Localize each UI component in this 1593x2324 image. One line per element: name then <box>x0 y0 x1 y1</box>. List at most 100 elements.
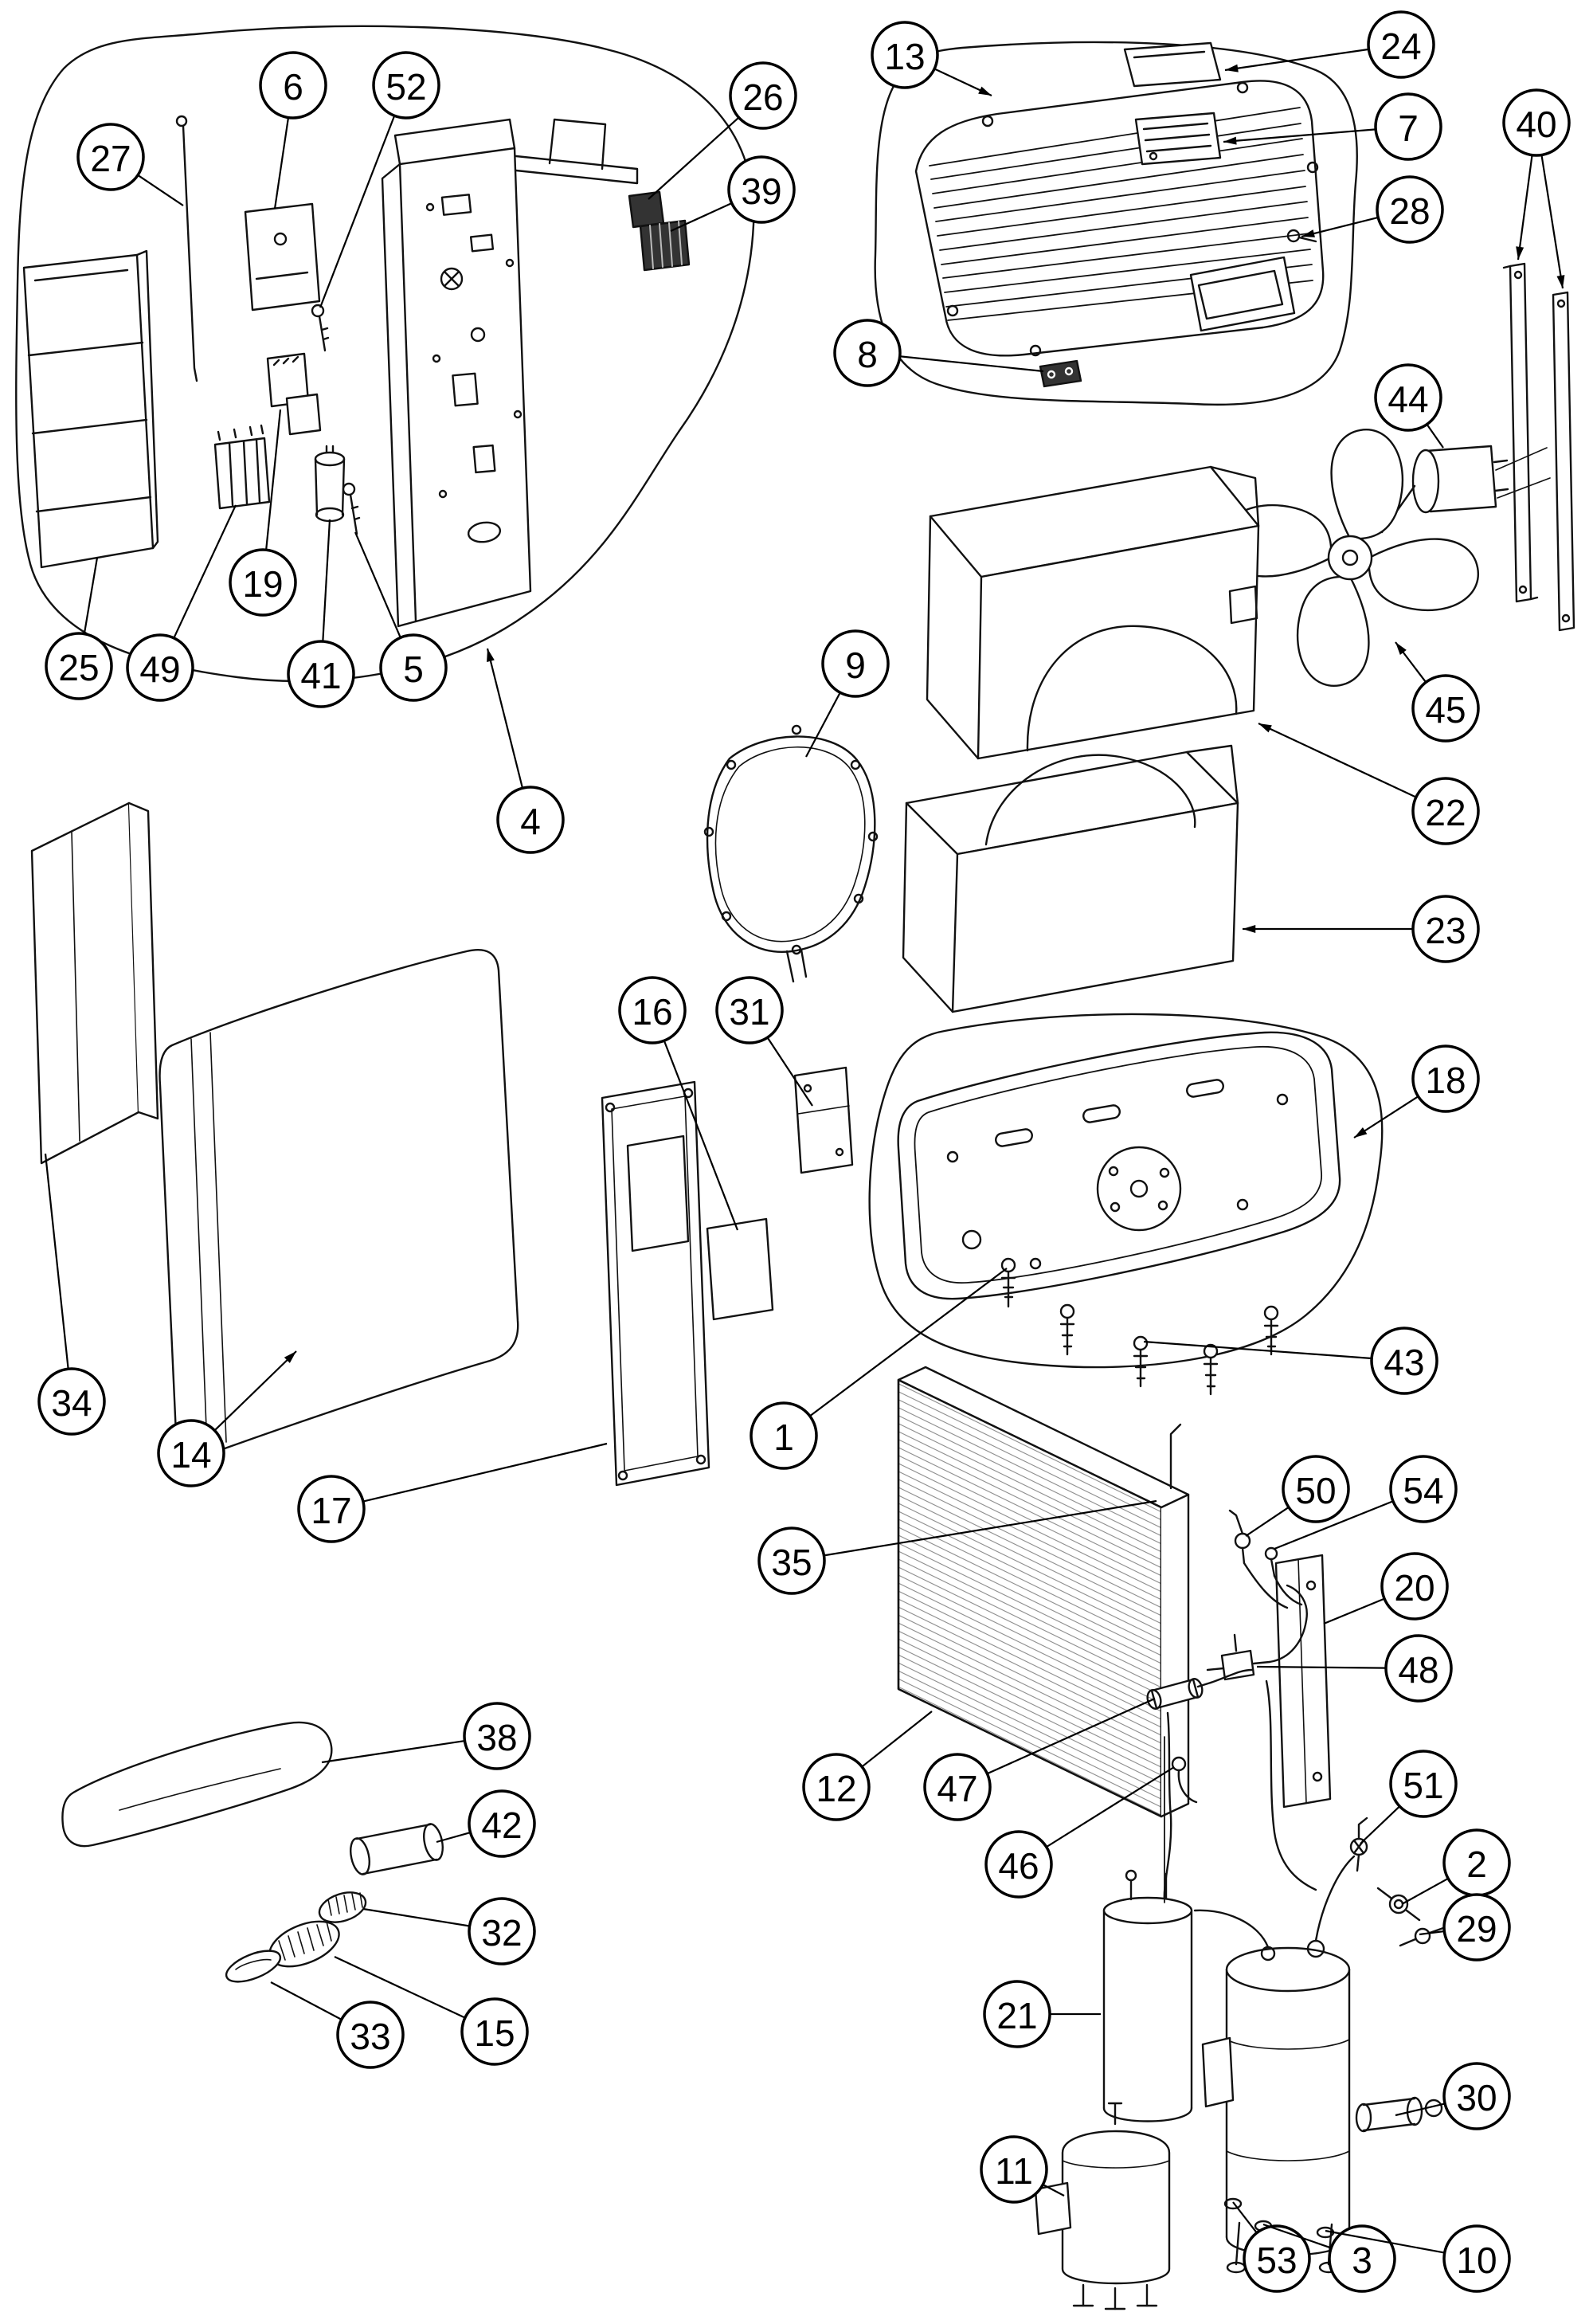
callout-51: 51 <box>1360 1750 1458 1844</box>
callout-5: 5 <box>354 531 448 702</box>
balloon-number-26: 26 <box>742 76 783 118</box>
diagram-art <box>15 25 1575 2310</box>
balloon-number-11: 11 <box>995 2150 1033 2192</box>
callout-24: 24 <box>1224 10 1435 79</box>
balloon-41 <box>287 640 355 708</box>
control-panel <box>381 118 639 628</box>
leader-arrow-18 <box>1354 1127 1368 1138</box>
fan-gasket-9 <box>703 724 879 983</box>
callout-32: 32 <box>362 1897 536 1965</box>
callout-43: 43 <box>1143 1327 1438 1395</box>
balloon-29 <box>1442 1893 1511 1961</box>
leader-line-26 <box>648 116 740 200</box>
leader-line-11 <box>1042 2184 1065 2197</box>
screw-28 <box>1286 229 1317 243</box>
fan-shroud-lower-23 <box>902 744 1239 1013</box>
callout-14: 14 <box>157 1350 297 1487</box>
screw-5 <box>342 482 361 535</box>
leader-line-10 <box>1325 2229 1445 2254</box>
balloon-number-54: 54 <box>1403 1470 1443 1511</box>
balloon-8 <box>833 319 902 387</box>
leader-line-54 <box>1274 1500 1394 1550</box>
balloon-23 <box>1411 895 1480 963</box>
balloon-28 <box>1376 175 1444 244</box>
callout-3: 3 <box>1262 2223 1396 2293</box>
leader-line-14 <box>213 1350 297 1432</box>
balloon-15 <box>460 1997 529 2066</box>
balloon-46 <box>984 1830 1053 1899</box>
txv-48 <box>1206 1633 1271 1681</box>
balloon-1 <box>750 1401 818 1470</box>
callout-6: 6 <box>259 51 327 210</box>
callout-49: 49 <box>126 504 237 702</box>
balloon-45 <box>1411 674 1480 743</box>
balloon-38 <box>463 1702 531 1770</box>
balloon-3 <box>1328 2224 1396 2293</box>
leader-line-17 <box>362 1442 608 1503</box>
leader-line-52 <box>319 115 396 308</box>
leader-line-4 <box>486 648 524 789</box>
control-bracket-20 <box>1274 1554 1332 1809</box>
callout-7: 7 <box>1223 92 1442 161</box>
balloon-33 <box>336 2001 405 2069</box>
balloon-34 <box>37 1367 106 1436</box>
callout-45: 45 <box>1395 641 1480 743</box>
callout-9: 9 <box>805 629 890 758</box>
callout-54: 54 <box>1274 1455 1458 1550</box>
accumulator-21 <box>1102 1736 1193 2122</box>
balloon-number-20: 20 <box>1394 1567 1434 1609</box>
leader-arrow-13 <box>978 86 992 96</box>
leader-line-5 <box>354 531 401 638</box>
callout-25: 25 <box>45 557 113 700</box>
balloon-number-46: 46 <box>998 1845 1039 1887</box>
balloon-number-12: 12 <box>816 1768 856 1809</box>
leader-line-19 <box>265 409 282 551</box>
leader-arrow-45 <box>1395 642 1407 655</box>
service-valve-30 <box>1355 2096 1443 2133</box>
callout-42: 42 <box>436 1789 536 1858</box>
leader-line-53 <box>1232 2201 1258 2234</box>
balloon-number-40: 40 <box>1516 104 1556 145</box>
callout-19: 19 <box>229 409 297 617</box>
relay-19 <box>266 352 322 436</box>
balloon-number-33: 33 <box>350 2016 390 2057</box>
leader-arrow-4 <box>487 649 495 662</box>
leader-line-2 <box>1401 1877 1449 1905</box>
top-assembly-outline <box>874 41 1358 406</box>
leader-line-31 <box>766 1037 813 1107</box>
fan-blade-45 <box>1220 429 1480 688</box>
sensor-46 <box>1171 1756 1198 1804</box>
leader-arrow-40 <box>1516 246 1525 260</box>
balloon-number-22: 22 <box>1425 792 1466 833</box>
balloon-number-51: 51 <box>1403 1765 1443 1806</box>
leader-arrow-7 <box>1223 136 1237 145</box>
balloon-number-24: 24 <box>1380 25 1421 67</box>
balloon-number-28: 28 <box>1389 190 1430 232</box>
leader-line-38 <box>321 1739 465 1764</box>
balloon-number-31: 31 <box>729 991 769 1033</box>
balloon-number-3: 3 <box>1352 2240 1372 2281</box>
valve-51 <box>1349 1816 1368 1872</box>
leader-arrow-24 <box>1225 64 1239 73</box>
callout-4: 4 <box>486 648 565 854</box>
callout-30: 30 <box>1395 2062 1511 2130</box>
leader-line-40 <box>1517 155 1533 261</box>
balloon-number-18: 18 <box>1425 1060 1466 1101</box>
balloon-12 <box>802 1753 871 1821</box>
fan-motor-44 <box>1380 445 1551 534</box>
balloon-44 <box>1374 363 1442 432</box>
balloon-5 <box>379 633 448 702</box>
balloon-9 <box>821 629 890 698</box>
balloon-number-7: 7 <box>1398 108 1419 149</box>
balloon-number-32: 32 <box>481 1912 522 1954</box>
balloon-number-35: 35 <box>771 1542 812 1583</box>
cover-plate-6 <box>244 202 321 312</box>
clip-8 <box>1039 359 1082 388</box>
callout-1: 1 <box>750 1268 1008 1470</box>
leader-arrow-23 <box>1243 924 1256 934</box>
balloon-number-16: 16 <box>632 991 672 1033</box>
fitting-29 <box>1399 1926 1445 1947</box>
back-panel-34 <box>30 801 159 1165</box>
callout-27: 27 <box>76 123 184 206</box>
callout-41: 41 <box>287 519 355 708</box>
